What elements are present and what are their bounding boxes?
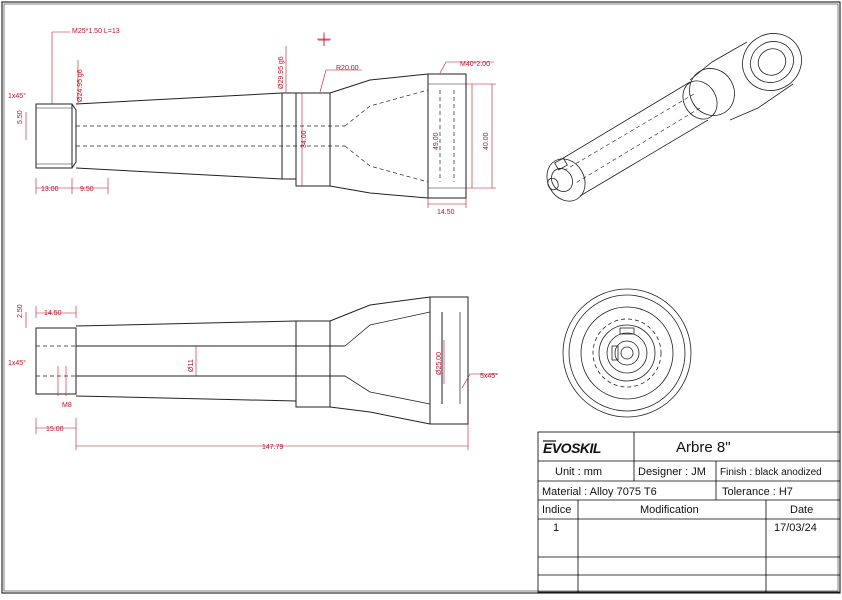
dim-9-50: 9.50 [80,186,94,193]
chamfer-callout-front: 1x45° [8,92,26,100]
tolerance-label: Tolerance : H7 [722,486,793,498]
designer-label: Designer : JM [638,466,706,478]
shoulder-1 [281,92,297,180]
unit-label: Unit : mm [555,466,602,478]
col-indice-header: Indice [542,504,571,516]
thread-callout: M25*1.50 L=13 [72,28,120,35]
evoskil-logo: EVOSKIL [543,440,601,456]
groove [71,103,77,169]
dim-14-50-front: 14.50 [437,209,455,216]
col-modification-header: Modification [640,504,699,516]
dim-2-50: 2.50 [17,304,24,318]
shaft-top-edge [75,92,283,105]
thread-right-callout: M40*2.00 [460,61,490,68]
thread-m8-callout: M8 [62,402,72,409]
dim-34-00: 34.00 [301,130,308,148]
shaft-bottom-edge [75,167,283,180]
material-label: Material : Alloy 7075 T6 [542,486,657,498]
dim-15-00: 15.00 [46,426,64,433]
front-view [35,73,467,199]
diameter-left-callout: Ø24.95 g6 [77,69,84,102]
inner-border [3,3,839,592]
section-view [35,296,469,425]
chamfer-callout-section-left: 1x45° [8,359,26,367]
radius-callout: R20.00 [336,65,359,72]
front-dimension-lines [25,31,496,208]
dim-40-00: 40.00 [483,132,490,150]
revision-date: 17/03/24 [774,522,817,534]
section-dimension-lines [25,306,498,450]
section-right-end [429,296,469,425]
dim-14-50-section: 14.50 [44,310,62,317]
section-cone-top [329,296,431,322]
section-shoulder [295,320,331,408]
isometric-view [546,33,802,202]
chamfer-callout-section-right: 5x45° [480,372,498,380]
dim-diameter-25: Ø25.00 [436,352,443,375]
thread-end-body [35,103,73,169]
section-left-end [35,327,77,395]
part-title: Arbre 8" [676,439,731,456]
dim-49-00: 49.00 [433,132,440,150]
diameter-mid-callout: Ø29.95 g6 [278,56,285,89]
dim-13-00: 13.00 [41,186,59,193]
dim-147-79: 147.79 [262,444,284,451]
right-end-body [427,73,467,199]
logo-text: EVOSKIL [543,440,601,456]
cone-bottom [329,185,429,199]
finish-label: Finish : black anodized [720,467,822,478]
revision-indice: 1 [553,522,559,534]
section-cone-bottom [329,406,431,425]
dim-diameter-11: Ø11 [188,359,195,372]
crosshair-marker [318,34,330,46]
cone-top [329,73,429,94]
end-view [562,288,692,418]
dim-5-50: 5.50 [17,110,24,124]
title-block [537,431,841,593]
col-date-header: Date [790,504,813,516]
